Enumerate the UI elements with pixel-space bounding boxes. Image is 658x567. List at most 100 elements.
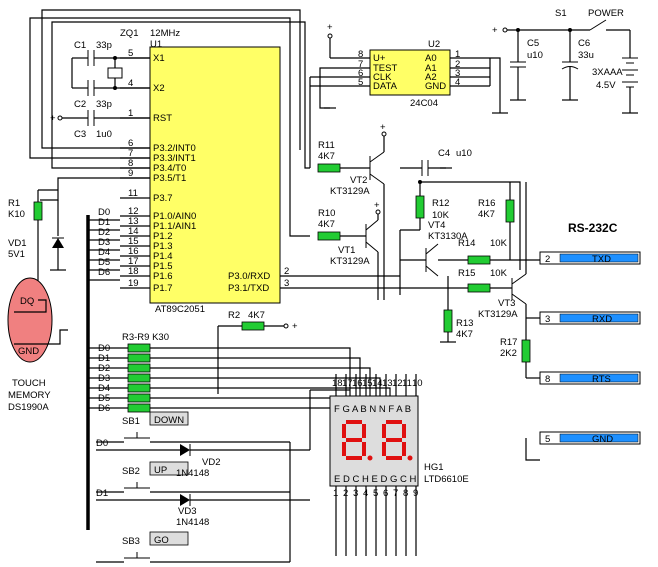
eeprom-pin-num: 3 xyxy=(455,68,460,79)
segment xyxy=(362,424,366,438)
battery-voltage: 4.5V xyxy=(596,80,616,91)
mcu-pin-name: P1.0/AIN0 xyxy=(153,211,196,222)
mcu-pin-num: 8 xyxy=(128,158,133,169)
display-pin: 14 xyxy=(372,378,383,389)
res-array-element xyxy=(127,343,151,353)
vt1-ref: VT1 xyxy=(338,245,355,256)
mcu-ref: U1 xyxy=(150,39,162,50)
display-bot-segs: E D C H E D G C H xyxy=(334,474,416,485)
vt1-part: KT3129A xyxy=(330,256,370,267)
c6-val: 33u xyxy=(578,50,594,61)
r3r9-label: R3-R9 K30 xyxy=(122,332,169,343)
c2-ref: C2 xyxy=(74,99,86,110)
r10-ref: R10 xyxy=(318,208,335,219)
bus-label: D4 xyxy=(98,247,110,258)
r12 xyxy=(415,195,425,219)
touch-title1: TOUCH xyxy=(12,378,46,389)
button-up[interactable] xyxy=(149,461,189,476)
display-pin: 15 xyxy=(362,378,373,389)
mcu-pin-name: P3.1/TXD xyxy=(228,283,269,294)
r17-val: 2K2 xyxy=(500,348,517,359)
mcu-pin-num: 14 xyxy=(128,226,139,237)
mcu-pin-num: 12 xyxy=(128,206,139,217)
display-pin: 16 xyxy=(352,378,363,389)
r13 xyxy=(443,309,453,333)
segment xyxy=(382,424,386,438)
c2-val: 33p xyxy=(96,99,112,110)
decimal-point xyxy=(407,455,413,461)
r10 xyxy=(317,231,341,241)
switch-label: POWER xyxy=(588,8,624,19)
res-array-element xyxy=(127,403,151,413)
display-ref: HG1 xyxy=(424,462,444,473)
segment xyxy=(342,442,346,456)
eeprom-pin-name: CLK xyxy=(373,72,392,83)
display-pin: 1 xyxy=(333,488,338,499)
mcu-pin-name: P3.5/T1 xyxy=(153,173,186,184)
vt3-part: KT3129A xyxy=(478,309,518,320)
button-go[interactable] xyxy=(149,531,189,546)
display-pin: 13 xyxy=(382,378,393,389)
vd2-ref: VD2 xyxy=(202,457,220,468)
rs232-pin-name: TXD xyxy=(592,254,611,265)
vt2-part: KT3129A xyxy=(330,186,370,197)
eeprom-pin-name: A2 xyxy=(425,72,437,83)
mcu-pin-name: P3.7 xyxy=(153,193,173,204)
display-pin: 10 xyxy=(412,378,423,389)
eeprom-pin-name: TEST xyxy=(373,63,397,74)
c6-ref: C6 xyxy=(578,38,590,49)
r13-val: 4K7 xyxy=(456,329,473,340)
mcu-pin-num: 16 xyxy=(128,246,139,257)
button-ref: SB3 xyxy=(122,536,140,547)
display-pin: 11 xyxy=(402,378,412,389)
mcu-pin-num: 2 xyxy=(284,266,289,277)
eeprom-pin-num: 1 xyxy=(455,49,460,60)
decimal-point xyxy=(367,455,373,461)
vcc-label: + xyxy=(492,25,498,36)
vd1-part: 5V1 xyxy=(8,249,25,260)
rs232-pin-name: RTS xyxy=(592,374,611,385)
r1-val: K10 xyxy=(8,209,25,220)
touch-dq: DQ xyxy=(20,296,34,307)
r17 xyxy=(521,339,531,363)
crystal-freq: 12MHz xyxy=(150,28,180,39)
segment xyxy=(362,442,366,456)
bus-label: D5 xyxy=(98,257,110,268)
eeprom-pin-num: 7 xyxy=(358,59,363,70)
mcu-pin-name: X1 xyxy=(153,53,165,64)
mcu-pin-name: P3.2/INT0 xyxy=(153,143,196,154)
eeprom-part: 24C04 xyxy=(410,98,438,109)
r11 xyxy=(317,163,341,173)
res-array-element xyxy=(127,373,151,383)
r1-ref: R1 xyxy=(8,198,20,209)
mcu-pin-name: X2 xyxy=(153,83,165,94)
button-down[interactable] xyxy=(149,411,189,426)
segment xyxy=(402,442,406,456)
mcu-pin-name: P1.2 xyxy=(153,231,173,242)
eeprom-pin-num: 2 xyxy=(455,59,460,70)
r14-val: 10K xyxy=(490,238,508,249)
bus-label: D3 xyxy=(98,237,110,248)
r2-vcc: + xyxy=(292,321,298,332)
c3-plus: + xyxy=(50,113,56,124)
rs232-pin-num: 5 xyxy=(545,434,550,445)
rs232-pin-num: 2 xyxy=(545,254,550,265)
mcu-pin-name: RST xyxy=(153,113,172,124)
r17-ref: R17 xyxy=(500,337,517,348)
rs232-port-bar xyxy=(559,373,639,383)
r11-ref: R11 xyxy=(318,140,335,151)
eeprom-pin-num: 5 xyxy=(358,77,363,88)
display-pin: 7 xyxy=(393,488,398,499)
vt1-vcc: + xyxy=(374,200,380,211)
eeprom-body xyxy=(369,49,451,96)
button-label: UP xyxy=(154,465,167,476)
rs232-port-bar xyxy=(559,313,639,323)
mcu-pin-num: 9 xyxy=(128,168,133,179)
display-pin: 6 xyxy=(383,488,388,499)
vd1-ref: VD1 xyxy=(8,238,26,249)
rs232-pin-name: GND xyxy=(592,434,613,445)
